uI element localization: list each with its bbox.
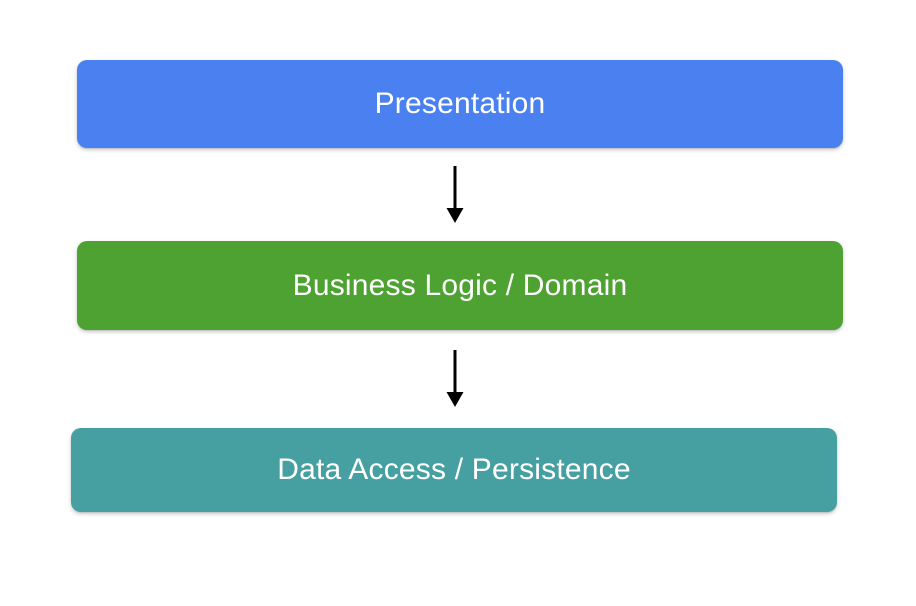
layer-label-business-logic: Business Logic / Domain <box>292 268 628 302</box>
down-arrow-icon <box>442 165 468 223</box>
layer-label-presentation: Presentation <box>374 87 546 120</box>
layer-box-presentation: Presentation <box>77 60 843 148</box>
layer-box-data-access: Data Access / Persistence <box>71 428 837 512</box>
layer-box-business-logic: Business Logic / Domain <box>77 241 843 330</box>
down-arrow-icon <box>442 349 468 407</box>
layer-label-data-access: Data Access / Persistence <box>277 453 631 486</box>
